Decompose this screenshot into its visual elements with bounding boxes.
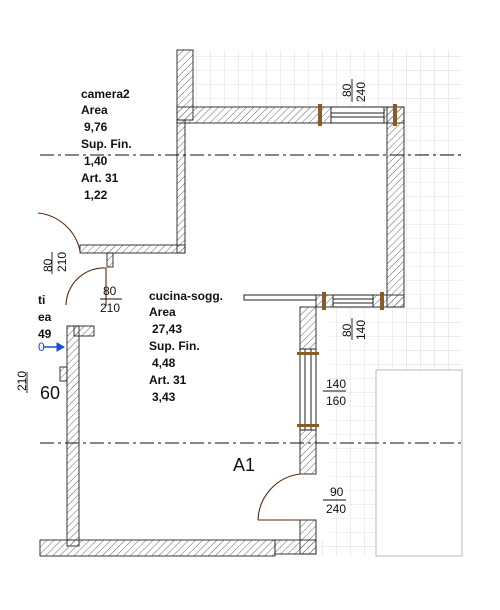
camera2-sup-label: Sup. Fin. (81, 137, 132, 151)
top-window-width: 80 (340, 83, 354, 97)
left-door-width: 80 (41, 258, 55, 272)
terrace-plain-panel (375, 369, 463, 557)
camera2-art-value: 1,22 (84, 188, 108, 202)
cucina-sup-label: Sup. Fin. (149, 339, 200, 353)
mid-window-width: 80 (340, 323, 354, 337)
entry-door-width: 90 (330, 485, 344, 499)
axis-lines (40, 154, 462, 444)
windows (299, 106, 385, 431)
left-marker-fragment: 0 (38, 340, 45, 354)
cucina-art-label: Art. 31 (149, 373, 187, 387)
dimension-bars (26, 79, 353, 501)
camera2-sup-value: 1,40 (84, 154, 108, 168)
left-room-area-fragment: ea (38, 310, 52, 324)
left-lower-fragment: 60 (40, 383, 61, 403)
entry-door-height: 240 (326, 502, 347, 516)
walls (39, 49, 405, 557)
room-name-camera2: camera2 (81, 87, 130, 101)
level-marker (44, 342, 66, 352)
left-room-name-fragment: ti (38, 293, 46, 307)
side-window-width: 140 (326, 377, 347, 391)
left-room-value-fragment: 49 (38, 327, 52, 341)
mid-window-height: 140 (354, 319, 368, 340)
door-camera-height: 210 (100, 301, 121, 315)
top-window-height: 240 (354, 81, 368, 102)
left-door-height: 210 (55, 251, 69, 272)
cucina-art-value: 3,43 (152, 390, 176, 404)
room-name-cucina: cucina-sogg. (149, 289, 224, 303)
cucina-area-label: Area (149, 305, 176, 319)
window-sills (297, 104, 397, 427)
left-lower-dim: 210 (15, 370, 29, 391)
door-swings (37, 212, 301, 521)
camera2-art-label: Art. 31 (81, 171, 119, 185)
side-window-height: 160 (326, 394, 347, 408)
camera2-area-value: 9,76 (84, 120, 108, 134)
door-camera-width: 80 (103, 284, 117, 298)
cucina-area-value: 27,43 (152, 322, 183, 336)
unit-label: A1 (233, 455, 256, 475)
cucina-sup-value: 4,48 (152, 356, 176, 370)
kitchen-counter (243, 294, 317, 301)
camera2-area-label: Area (81, 103, 108, 117)
